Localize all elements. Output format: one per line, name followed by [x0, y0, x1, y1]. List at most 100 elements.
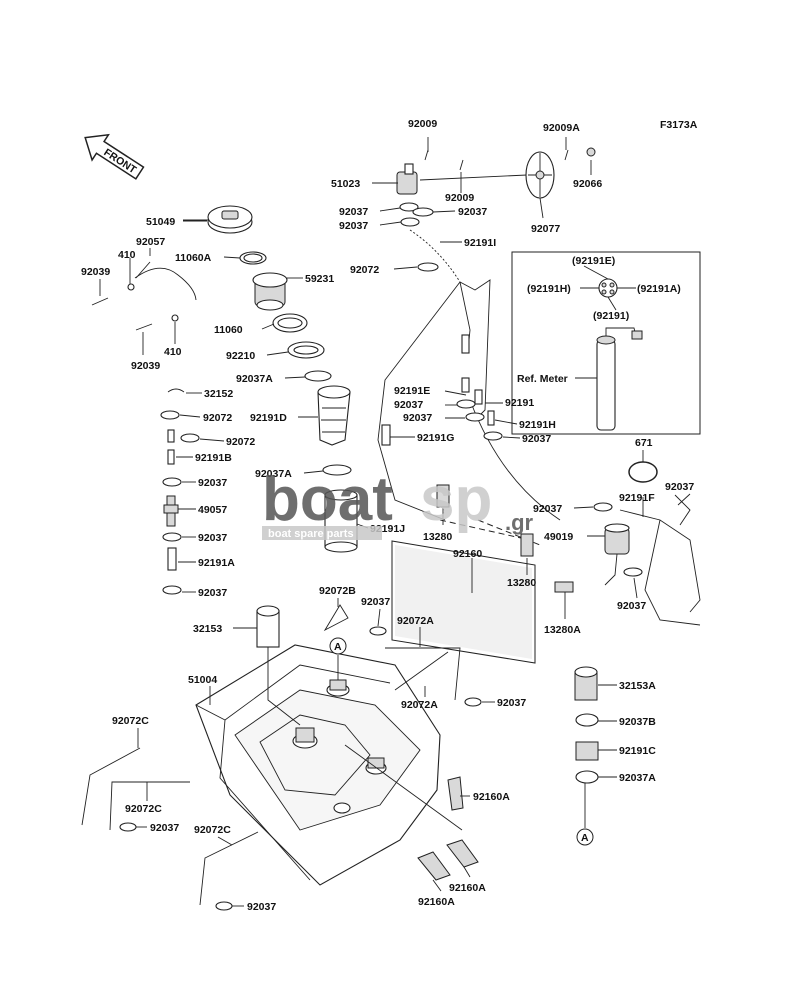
label-49057: 49057: [198, 504, 227, 516]
label-92037: 92037: [198, 477, 227, 489]
svg-text:A: A: [581, 832, 589, 844]
label-92037A: 92037A: [619, 772, 656, 784]
label-92037: 92037: [247, 901, 276, 913]
label-92037: 92037: [361, 596, 390, 608]
svg-text:boat spare parts: boat spare parts: [268, 528, 354, 540]
label-51049: 51049: [146, 216, 175, 228]
label-92037: 92037: [394, 399, 423, 411]
figure-code: F3173A: [660, 119, 698, 131]
label-51023: 51023: [331, 178, 360, 190]
label-92191E: 92191E: [394, 385, 430, 397]
label-92191A-ref: (92191A): [637, 283, 681, 295]
label-92009A: 92009A: [543, 122, 580, 134]
screw-92039: [91, 297, 109, 306]
label-92191F: 92191F: [619, 492, 655, 504]
filler-neck-59231: [252, 272, 288, 311]
label-32153A: 32153A: [619, 680, 656, 692]
label-92037: 92037: [198, 587, 227, 599]
label-92037: 92037: [198, 532, 227, 544]
label-11060: 11060: [214, 324, 243, 336]
label-92191C: 92191C: [619, 745, 656, 757]
svg-text:.gr: .gr: [505, 510, 534, 535]
label-92009: 92009: [408, 118, 437, 130]
label-92160: 92160: [453, 548, 482, 560]
label-92039: 92039: [131, 360, 160, 372]
fuel-cap: [183, 205, 253, 234]
svg-text:boat: boat: [262, 465, 393, 534]
label-92037: 92037: [617, 600, 646, 612]
label-92191-ref: (92191): [593, 310, 629, 322]
label-92037: 92037: [339, 206, 368, 218]
label-92009: 92009: [445, 192, 474, 204]
check-valve-49057: [163, 495, 179, 527]
washer-410: [127, 283, 135, 291]
label-92191G: 92191G: [417, 432, 454, 444]
label-92037A: 92037A: [236, 373, 273, 385]
bracket-13280A: [554, 581, 574, 593]
hose-92191C: [575, 741, 599, 761]
label-92072A: 92072A: [401, 699, 438, 711]
ref-meter-label: Ref. Meter: [517, 373, 568, 385]
label-92160A: 92160A: [473, 791, 510, 803]
svg-text:A: A: [334, 641, 342, 653]
label-92077: 92077: [531, 223, 560, 235]
filter-49019: [604, 523, 630, 555]
label-410: 410: [164, 346, 182, 358]
label-13280: 13280: [507, 577, 536, 589]
label-410: 410: [118, 249, 136, 261]
label-92057: 92057: [136, 236, 165, 248]
hose-32152: [167, 388, 185, 393]
label-92160A: 92160A: [449, 882, 486, 894]
label-32153: 32153: [193, 623, 222, 635]
label-49019: 49019: [544, 531, 573, 543]
label-92072: 92072: [226, 436, 255, 448]
pipe-32153: [256, 605, 280, 648]
label-92037: 92037: [533, 503, 562, 515]
label-92072: 92072: [350, 264, 379, 276]
label-92191I: 92191I: [464, 237, 496, 249]
label-59231: 59231: [305, 273, 334, 285]
watermark-logo: boat sp .gr boat spare parts: [262, 465, 534, 540]
label-92191B: 92191B: [195, 452, 232, 464]
pipe-32153A: [574, 666, 598, 701]
valve-51023: [396, 163, 418, 195]
ref-meter-box: Ref. Meter: [511, 251, 701, 435]
label-32152: 32152: [204, 388, 233, 400]
o-ring-671: [628, 461, 658, 483]
cap-strap: [134, 267, 197, 301]
sender-unit: [596, 339, 616, 431]
fuel-tank-51004: [195, 644, 441, 886]
label-92191H-ref: (92191H): [527, 283, 571, 295]
label-92191H: 92191H: [519, 419, 556, 431]
front-arrow-icon: FRONT: [84, 133, 145, 180]
gauge-disc-92077: [525, 151, 555, 199]
label-92160A: 92160A: [418, 896, 455, 908]
label-13280A: 13280A: [544, 624, 581, 636]
callout-a-tank: [329, 637, 347, 655]
label-92072: 92072: [203, 412, 232, 424]
hose-92191I: [409, 229, 461, 283]
svg-text:sp: sp: [420, 465, 492, 534]
label-92037: 92037: [497, 697, 526, 709]
hose-92191D: [317, 391, 351, 446]
label-92037A: 92037A: [255, 468, 292, 480]
label-92066: 92066: [573, 178, 602, 190]
label-92191: 92191: [505, 397, 534, 409]
label-92039: 92039: [81, 266, 110, 278]
label-51004: 51004: [188, 674, 217, 686]
label-92037: 92037: [339, 220, 368, 232]
label-671: 671: [635, 437, 653, 449]
label-92037: 92037: [522, 433, 551, 445]
label-92210: 92210: [226, 350, 255, 362]
label-92072C: 92072C: [125, 803, 162, 815]
label-92037: 92037: [458, 206, 487, 218]
label-92191D: 92191D: [250, 412, 287, 424]
label-13280: 13280: [423, 531, 452, 543]
label-92072C: 92072C: [112, 715, 149, 727]
label-92072B: 92072B: [319, 585, 356, 597]
label-92037B: 92037B: [619, 716, 656, 728]
label-92191E-ref: (92191E): [572, 255, 615, 267]
label-92037: 92037: [150, 822, 179, 834]
label-92072A: 92072A: [397, 615, 434, 627]
